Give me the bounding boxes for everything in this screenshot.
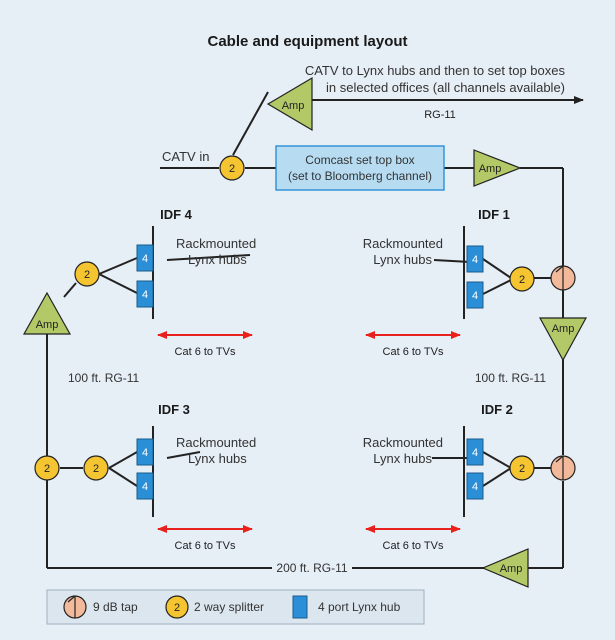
svg-text:2: 2 bbox=[174, 602, 180, 614]
amp-triangle bbox=[266, 76, 313, 132]
splitter-idf3: 2 bbox=[83, 455, 109, 481]
splitter-number: 2 bbox=[44, 463, 50, 475]
amp-left: Amp bbox=[22, 291, 72, 335]
set-top-box-line2: (set to Bloomberg channel) bbox=[288, 169, 432, 183]
rack-label-idf2-line1: Rackmounted bbox=[363, 435, 443, 450]
cable-bottom-label: 200 ft. RG-11 bbox=[276, 561, 347, 575]
cat6-label-idf4: Cat 6 to TVs bbox=[175, 346, 236, 358]
idf4-label: IDF 4 bbox=[160, 207, 193, 222]
tap-idf2 bbox=[550, 455, 576, 481]
amp-triangle bbox=[473, 149, 522, 187]
diagram-title: Cable and equipment layout bbox=[207, 33, 408, 50]
hub-number: 4 bbox=[142, 289, 148, 301]
rack-label-idf1-line2: Lynx hubs bbox=[373, 252, 432, 267]
set-top-box bbox=[275, 145, 445, 191]
legend-splitter-label: 2 way splitter bbox=[194, 600, 264, 614]
amp-label: Amp bbox=[500, 563, 523, 575]
cat6-label-idf2: Cat 6 to TVs bbox=[383, 540, 444, 552]
splitter-idf1: 2 bbox=[509, 266, 535, 292]
lynx-hub bbox=[136, 472, 154, 500]
legend-tap-icon bbox=[63, 595, 87, 619]
rack-label-idf4-line1: Rackmounted bbox=[176, 236, 256, 251]
tap-idf1 bbox=[550, 265, 576, 291]
lynx-hub bbox=[136, 438, 154, 466]
splitter-idf4: 2 bbox=[74, 261, 100, 287]
cable-left-label: 100 ft. RG-11 bbox=[68, 371, 139, 385]
amp-triangle bbox=[22, 291, 72, 335]
splitter-left-bus: 2 bbox=[34, 455, 60, 481]
legend-hub-icon bbox=[292, 595, 308, 619]
top-route-line2: in selected offices (all channels availa… bbox=[326, 80, 565, 95]
lynx-hub bbox=[136, 244, 154, 272]
rack-label-idf3-line1: Rackmounted bbox=[176, 435, 256, 450]
lynx-hub bbox=[466, 281, 484, 309]
legend: 9 dB tap 2 2 way splitter 4 port Lynx hu… bbox=[46, 589, 425, 625]
idf1-label: IDF 1 bbox=[478, 207, 510, 222]
amp-right-middle: Amp bbox=[538, 317, 588, 362]
splitter-number: 2 bbox=[519, 463, 525, 475]
splitter-idf2: 2 bbox=[509, 455, 535, 481]
amp-bottom: Amp bbox=[481, 548, 529, 588]
legend-splitter-icon: 2 bbox=[165, 595, 189, 619]
cable-right-label: 100 ft. RG-11 bbox=[475, 371, 546, 385]
legend-tap-label: 9 dB tap bbox=[93, 600, 138, 614]
idf3-label: IDF 3 bbox=[158, 402, 190, 417]
cat6-label-idf1: Cat 6 to TVs bbox=[383, 346, 444, 358]
amp-label: Amp bbox=[282, 100, 305, 112]
splitter-number: 2 bbox=[519, 274, 525, 286]
lynx-hub bbox=[466, 438, 484, 466]
amp-top: Amp bbox=[266, 76, 313, 132]
hub-number: 4 bbox=[472, 481, 478, 493]
splitter-catv: 2 bbox=[219, 155, 245, 181]
rack-label-idf2-line2: Lynx hubs bbox=[373, 451, 432, 466]
idf2-label: IDF 2 bbox=[481, 402, 513, 417]
amp-triangle bbox=[481, 548, 529, 588]
splitter-number: 2 bbox=[84, 269, 90, 281]
rack-label-idf4-line2: Lynx hubs bbox=[188, 252, 247, 267]
hub-number: 4 bbox=[472, 254, 478, 266]
amp-triangle bbox=[538, 317, 588, 362]
top-route-line1: CATV to Lynx hubs and then to set top bo… bbox=[305, 63, 566, 78]
hub-number: 4 bbox=[142, 481, 148, 493]
amp-label: Amp bbox=[479, 163, 502, 175]
amp-right-top: Amp bbox=[473, 149, 522, 187]
hub-number: 4 bbox=[142, 253, 148, 265]
lynx-hub bbox=[136, 280, 154, 308]
splitter-number: 2 bbox=[229, 163, 235, 175]
hub-number: 4 bbox=[472, 290, 478, 302]
splitter-number: 2 bbox=[93, 463, 99, 475]
rack-label-idf1-line1: Rackmounted bbox=[363, 236, 443, 251]
catv-in-label: CATV in bbox=[162, 149, 209, 164]
amp-label: Amp bbox=[552, 323, 575, 335]
hub-number: 4 bbox=[142, 447, 148, 459]
legend-hub-label: 4 port Lynx hub bbox=[318, 600, 401, 614]
set-top-box-line1: Comcast set top box bbox=[305, 153, 414, 167]
rack-label-idf3-line2: Lynx hubs bbox=[188, 451, 247, 466]
amp-label: Amp bbox=[36, 319, 59, 331]
lynx-hub bbox=[466, 472, 484, 500]
cat6-label-idf3: Cat 6 to TVs bbox=[175, 540, 236, 552]
hub-number: 4 bbox=[472, 447, 478, 459]
top-route-cable: RG-11 bbox=[424, 109, 456, 121]
lynx-hub bbox=[466, 245, 484, 273]
